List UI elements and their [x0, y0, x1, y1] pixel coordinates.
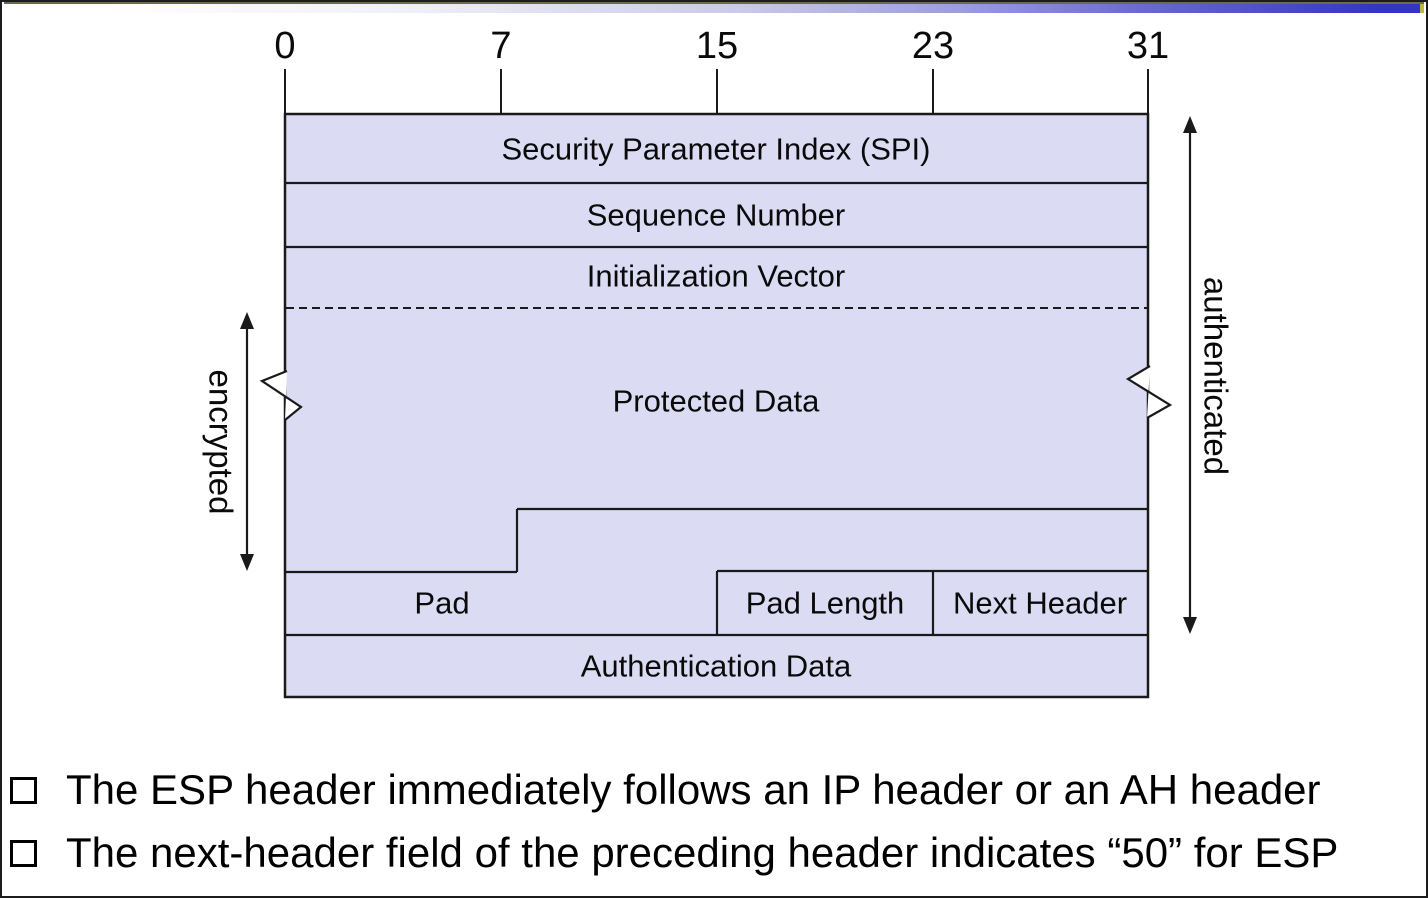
left-break-fill: [262, 371, 301, 420]
encrypted-arrow-head-up: [240, 312, 254, 329]
field-label-next-header: Next Header: [952, 585, 1128, 621]
right-break-icon: [1125, 365, 1173, 419]
bullet-text-2: The next-header field of the preceding h…: [66, 829, 1339, 876]
field-label-initialization-vector: Initialization Vector: [586, 258, 846, 294]
bit-tick-label-7: 7: [490, 25, 512, 67]
bit-tick-label-31: 31: [1126, 25, 1170, 67]
bullet-square-icon: [10, 777, 37, 804]
field-label-pad-length: Pad Length: [745, 585, 905, 621]
authenticated-arrow-icon: [1183, 116, 1197, 634]
field-label-protected-data: Protected Data: [612, 383, 820, 419]
encrypted-arrow-head-down: [240, 554, 254, 571]
field-label-pad: Pad: [414, 585, 470, 621]
bullet-item-1: The ESP header immediately follows an IP…: [10, 766, 1321, 813]
right-break-stroke: [1125, 365, 1173, 419]
left-break-stroke: [259, 369, 303, 421]
field-dividers: [285, 181, 1148, 637]
authenticated-label: authenticated: [1197, 276, 1235, 476]
field-label-spi: Security Parameter Index (SPI): [501, 131, 931, 167]
bit-tick-label-15: 15: [695, 25, 739, 67]
bit-ruler-ticks: [284, 69, 1149, 113]
authenticated-arrow-head-up: [1183, 116, 1197, 133]
encrypted-label: encrypted: [202, 369, 240, 515]
field-label-authentication-data: Authentication Data: [580, 648, 852, 684]
bullet-item-2: The next-header field of the preceding h…: [10, 829, 1339, 876]
gradient-bar-endcap: [1420, 4, 1424, 13]
bullet-text-1: The ESP header immediately follows an IP…: [66, 766, 1321, 813]
bit-tick-label-23: 23: [911, 25, 955, 67]
field-label-sequence-number: Sequence Number: [586, 197, 846, 233]
slide-top-gradient-bar: [4, 2, 1424, 13]
encrypted-arrow-icon: [240, 312, 254, 571]
bullet-square-icon: [10, 840, 37, 867]
authenticated-arrow-head-down: [1183, 617, 1197, 634]
bit-tick-label-0: 0: [274, 25, 296, 67]
left-break-icon: [259, 369, 303, 421]
